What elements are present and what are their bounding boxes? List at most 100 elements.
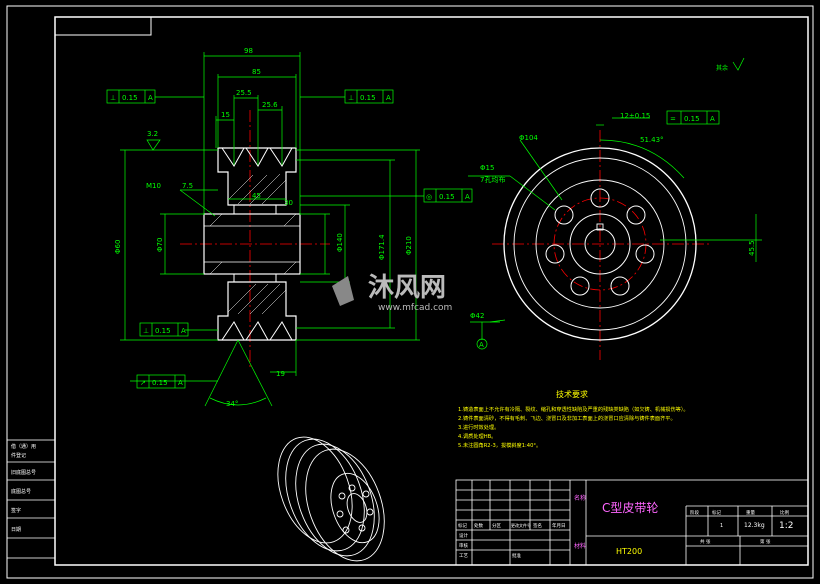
part-material: HT200 bbox=[616, 547, 642, 556]
tb-scale: 1:2 bbox=[779, 521, 793, 531]
side-row-4: 底图总号 bbox=[11, 488, 31, 495]
svg-text:0.15: 0.15 bbox=[360, 94, 376, 102]
svg-text:A: A bbox=[178, 379, 183, 387]
dim-25-6: 25.6 bbox=[262, 101, 278, 109]
dim-phi70: Φ70 bbox=[156, 238, 164, 252]
tb-row-mark: 标记 bbox=[458, 522, 467, 529]
dim-phi104: Φ104 bbox=[519, 134, 538, 142]
tb-h-sheet: 第 张 bbox=[760, 538, 771, 545]
svg-text:0.15: 0.15 bbox=[155, 327, 171, 335]
lower-grooves bbox=[221, 321, 293, 341]
upper-rim bbox=[217, 147, 297, 206]
tb-row-zone: 分区 bbox=[492, 522, 501, 529]
svg-text:A: A bbox=[710, 115, 715, 123]
datum-a: A bbox=[479, 341, 484, 349]
title-block bbox=[455, 479, 809, 566]
watermark-url: www.mfcad.com bbox=[378, 303, 452, 313]
dim-19: 19 bbox=[276, 370, 285, 378]
front-view: Φ104 Φ15 7孔均布 12±0.15 51.43° 45.5 Φ42 A … bbox=[468, 110, 762, 360]
dim-98: 98 bbox=[244, 47, 253, 55]
svg-text:0.15: 0.15 bbox=[122, 94, 138, 102]
dim-holes: 7孔均布 bbox=[480, 175, 505, 184]
tb-side-design: 设计 bbox=[459, 532, 468, 539]
isometric-view bbox=[277, 436, 385, 562]
tb-h-weight: 重量 bbox=[746, 509, 755, 516]
dim-phi42: Φ42 bbox=[470, 312, 484, 320]
dim-45-5: 45.5 bbox=[748, 240, 756, 256]
tb-row-date: 年月日 bbox=[552, 522, 566, 529]
dim-15: 15 bbox=[221, 111, 230, 119]
svg-text:⊥: ⊥ bbox=[348, 94, 354, 102]
svg-text:↗: ↗ bbox=[140, 379, 146, 387]
svg-text:A: A bbox=[181, 327, 186, 335]
groove-circle bbox=[513, 157, 687, 331]
note-line-3: 3.进行时效处理。 bbox=[458, 423, 499, 431]
tb-side-approve: 批准 bbox=[512, 552, 521, 559]
keyway bbox=[596, 223, 604, 231]
tolerance-frame-1: ⊥ 0.15 A bbox=[106, 89, 156, 104]
hub-circle bbox=[569, 213, 631, 275]
svg-text:⊥: ⊥ bbox=[110, 94, 116, 102]
tb-h-sheets: 共 张 bbox=[700, 538, 711, 545]
side-row-3: 旧底图总号 bbox=[11, 469, 36, 476]
drawing-number-box bbox=[54, 16, 152, 36]
outer-border bbox=[6, 5, 814, 579]
web-circle bbox=[535, 179, 665, 309]
svg-text:A: A bbox=[148, 94, 153, 102]
dim-phi210: Φ210 bbox=[405, 236, 413, 255]
svg-text:0.15: 0.15 bbox=[439, 193, 455, 201]
tolerance-frame-4: ⊥ 0.15 A bbox=[139, 322, 189, 337]
note-line-5: 5.未注圆角R2-3，拔模斜度1:40°。 bbox=[458, 441, 541, 449]
bolt-circle bbox=[553, 197, 647, 291]
tolerance-frame-3: ◎ 0.15 A bbox=[423, 188, 473, 203]
dim-phi15: Φ15 bbox=[480, 164, 494, 172]
svg-text:0.15: 0.15 bbox=[684, 115, 700, 123]
dim-sym: 12±0.15 bbox=[620, 112, 650, 120]
side-row-5: 签字 bbox=[11, 507, 21, 514]
technical-requirements: 技术要求 1.铸造表面上不允许有冷隔、裂纹、缩孔和穿透性缺陷及严重的残缺类缺陷（… bbox=[458, 389, 689, 449]
dim-phi140: Φ140 bbox=[336, 233, 344, 252]
tolerance-frame-6: = 0.15 A bbox=[666, 110, 720, 125]
dim-25-5: 25.5 bbox=[236, 89, 252, 97]
hub bbox=[203, 213, 301, 275]
upper-grooves bbox=[221, 147, 293, 167]
dim-phi60: Φ60 bbox=[114, 240, 122, 254]
svg-text:A: A bbox=[465, 193, 470, 201]
watermark-brand: 沐风网 bbox=[368, 273, 446, 303]
lightening-holes bbox=[545, 188, 655, 296]
side-row-1: 借（通）用 bbox=[11, 443, 36, 450]
dim-45: 45 bbox=[252, 192, 261, 200]
side-row-2: 件登记 bbox=[11, 452, 26, 459]
dim-phi171: Φ171.4 bbox=[378, 234, 386, 260]
section-view: 98 85 25.5 25.6 15 7.5 45 30 19 M10 Φ60 … bbox=[106, 47, 473, 408]
svg-text:A: A bbox=[386, 94, 391, 102]
tb-side-review: 审核 bbox=[459, 542, 468, 549]
dim-30: 30 bbox=[284, 199, 293, 207]
note-line-1: 1.铸造表面上不允许有冷隔、裂纹、缩孔和穿透性缺陷及严重的残缺类缺陷（如欠铸、机… bbox=[458, 405, 689, 413]
tb-qty: 1 bbox=[720, 523, 723, 529]
tb-label-material: 材料 bbox=[574, 542, 586, 550]
roughness-symbol bbox=[732, 57, 745, 71]
notes-title: 技术要求 bbox=[556, 389, 588, 399]
svg-text:◎: ◎ bbox=[426, 193, 432, 201]
side-row-6: 日期 bbox=[11, 527, 21, 533]
bore-circle bbox=[584, 228, 616, 260]
tb-row-sign: 签名 bbox=[533, 522, 542, 529]
side-table bbox=[6, 439, 56, 559]
tb-side-process: 工艺 bbox=[459, 553, 468, 559]
tb-row-doc: 更改文件号 bbox=[511, 522, 531, 528]
inner-border bbox=[54, 16, 809, 566]
dim-85: 85 bbox=[252, 68, 261, 76]
roughness-3-2: 3.2 bbox=[147, 130, 158, 138]
dim-angle-51: 51.43° bbox=[640, 136, 664, 144]
dim-angle-34: 34° bbox=[226, 400, 238, 408]
tolerance-frame-2: ⊥ 0.15 A bbox=[344, 89, 394, 104]
roughness-other-label: 其余 bbox=[716, 64, 728, 72]
tb-h-scale: 比例 bbox=[780, 509, 789, 516]
lower-rim bbox=[217, 281, 297, 341]
tb-label-name: 名称 bbox=[574, 494, 586, 502]
tb-h-mark: 标记 bbox=[712, 509, 721, 516]
tb-h-stage: 阶段 bbox=[690, 509, 699, 516]
watermark-logo bbox=[332, 276, 354, 306]
tb-mass: 12.3kg bbox=[744, 522, 765, 529]
